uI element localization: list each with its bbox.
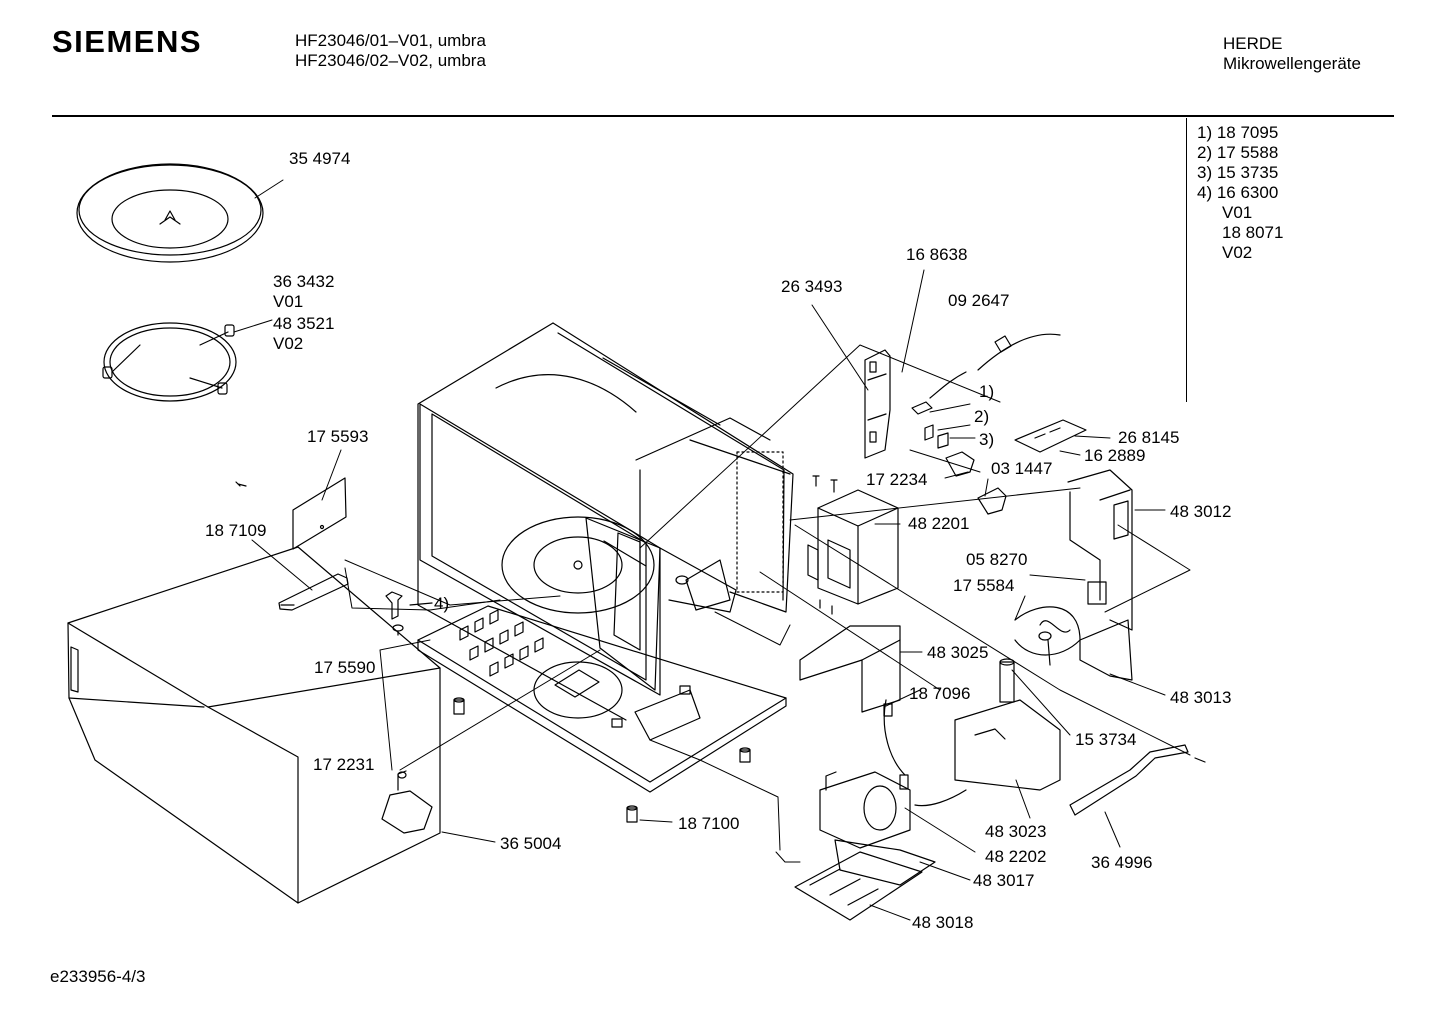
note-2: 2) 17 5588: [1197, 143, 1279, 162]
control-board: [1014, 419, 1087, 453]
label-coupler: 17 5590: [314, 658, 375, 677]
label-motor: 17 2231: [313, 755, 374, 774]
label-power-cord: 09 2647: [948, 291, 1009, 310]
label-fan-housing: 48 3012: [1170, 502, 1231, 521]
label-foot: 18 7100: [678, 814, 739, 833]
model-list: HF23046/01–V01, umbra HF23046/02–V02, um…: [295, 31, 486, 71]
label-lamp-cable: 15 3734: [1075, 730, 1136, 749]
category-line-1: HERDE: [1223, 34, 1283, 53]
label-housing: 36 5004: [500, 834, 561, 853]
label-holder: 03 1447: [991, 459, 1052, 478]
holder: [977, 487, 1007, 515]
label-board: 26 8145: [1118, 428, 1179, 447]
label-frame: 26 3493: [781, 277, 842, 296]
micro-switches: [911, 401, 975, 477]
bottom-plate: [417, 605, 787, 793]
label-transformer: 48 2201: [908, 514, 969, 533]
label-cover-plate: 17 5593: [307, 427, 368, 446]
label-ring-a-variant: V01: [273, 292, 303, 311]
base-bracket: [834, 839, 936, 886]
feet: [453, 697, 751, 823]
turntable-motor: [381, 770, 433, 834]
fan: [1014, 606, 1081, 666]
oven-cavity: [417, 322, 794, 721]
mounting-bracket: [278, 573, 349, 611]
outer-housing: [67, 546, 441, 904]
label-turntable: 35 4974: [289, 149, 350, 168]
switch-frame: [864, 349, 891, 459]
note-variant-1: V01: [1222, 203, 1253, 222]
model-line-2: HF23046/02–V02, umbra: [295, 51, 486, 70]
rail: [1069, 744, 1206, 816]
label-screw: 17 2234: [866, 470, 927, 489]
label-bracket: 18 7109: [205, 521, 266, 540]
base-plate: [794, 851, 923, 921]
label-fan: 05 8270: [966, 550, 1027, 569]
note-1: 1) 18 7095: [1197, 123, 1279, 142]
fan-shroud: [1079, 619, 1133, 681]
label-duct: 48 3025: [927, 643, 988, 662]
label-fan-shroud: 48 3013: [1170, 688, 1231, 707]
note-4: 4) 16 6300: [1197, 183, 1279, 202]
label-rail: 36 4996: [1091, 853, 1152, 872]
label-switch-1: 1): [979, 382, 994, 401]
small-screw: [812, 475, 838, 493]
document-code: e233956-4/3: [50, 967, 146, 986]
label-base-bracket: 48 3017: [973, 871, 1034, 890]
part-labels: 35 4974 36 3432 V01 48 3521 V02 17 5593 …: [205, 149, 1231, 932]
air-duct: [799, 625, 901, 713]
label-base-plate: 48 3018: [912, 913, 973, 932]
label-coupler-marker: 4): [434, 594, 449, 613]
turntable-plate: [76, 163, 264, 263]
label-cable: 18 7096: [909, 684, 970, 703]
note-5: 18 8071: [1222, 223, 1284, 242]
note-3: 3) 15 3735: [1197, 163, 1279, 182]
label-ring-b-variant: V02: [273, 334, 303, 353]
label-ring-a: 36 3432: [273, 272, 334, 291]
brand-logo: SIEMENS: [52, 24, 203, 59]
lamp-holder: [954, 658, 1061, 791]
notes-divider: [1186, 118, 1187, 402]
cavity-turntable: [501, 516, 655, 614]
category-line-2: Mikrowellengeräte: [1223, 54, 1361, 73]
leader-lines: [233, 179, 1191, 921]
cover-plate: [292, 477, 347, 550]
label-ring-b: 48 3521: [273, 314, 334, 333]
note-variant-2: V02: [1222, 243, 1253, 262]
model-line-1: HF23046/01–V01, umbra: [295, 31, 486, 50]
cable: [883, 699, 909, 790]
label-lamp-holder: 48 3023: [985, 822, 1046, 841]
label-fan-motor: 17 5584: [953, 576, 1014, 595]
power-cord: [929, 333, 1061, 399]
label-capacitor: 48 2202: [985, 847, 1046, 866]
label-switch-2: 2): [974, 407, 989, 426]
capacitor-assembly: [819, 771, 967, 849]
label-board-sub: 16 2889: [1084, 446, 1145, 465]
label-switch-top: 16 8638: [906, 245, 967, 264]
fan-housing: [1067, 469, 1133, 631]
header-rule: [52, 115, 1394, 117]
screw: [235, 481, 247, 487]
transformer: [807, 489, 899, 615]
category-block: HERDE Mikrowellengeräte: [1223, 34, 1361, 74]
roller-ring: [102, 322, 237, 402]
label-switch-3: 3): [979, 430, 994, 449]
